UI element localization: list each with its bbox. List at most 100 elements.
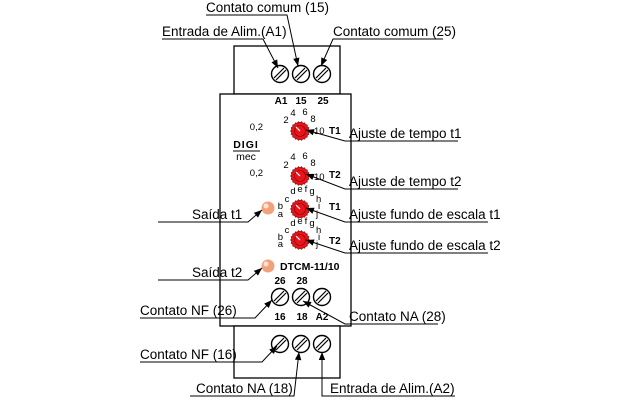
time-dial-t2: 0,2 2 4 6 8 10 T2 <box>250 151 341 183</box>
terminal-label-26: 26 <box>274 276 286 287</box>
knobs <box>290 121 310 250</box>
arrow-contato-nf-16-icon <box>269 346 277 354</box>
screw-15-icon <box>291 64 311 84</box>
dial-t1-scale-10: 10 <box>314 126 325 137</box>
time-dial-t1: 0,2 2 4 6 8 10 T1 <box>250 107 341 137</box>
callout-saida-t1: Saída t1 <box>192 207 242 222</box>
callout-contato-nf-26: Contato NF (26) <box>140 303 237 318</box>
terminal-label-25: 25 <box>317 96 329 107</box>
dial-t1-scale-6: 6 <box>302 107 307 118</box>
brand-line1: DIGI <box>233 139 259 151</box>
terminal-label-a1: A1 <box>275 96 288 107</box>
arrow-contato-na-28-icon <box>303 301 312 308</box>
arrow-entrada-a2-icon <box>318 352 326 360</box>
brand-line2: mec <box>236 151 256 163</box>
range-dial-t2-label: T2 <box>329 236 341 247</box>
terminal-label-18: 18 <box>296 312 308 323</box>
led-saida-t2 <box>261 259 275 273</box>
callout-entrada-a2: Entrada de Alim.(A2) <box>330 381 455 396</box>
callout-contato-na-28: Contato NA (28) <box>349 309 446 324</box>
arrow-ajuste-tempo-t1-icon <box>306 129 315 136</box>
leader-entrada-a1 <box>162 38 279 69</box>
arrow-saida-t1-icon <box>253 210 262 218</box>
callout-contato-nf-16: Contato NF (16) <box>140 347 237 362</box>
range2-letter-f: f <box>305 216 308 227</box>
range2-letter-d: d <box>290 218 295 229</box>
range1-letter-d: d <box>290 186 295 197</box>
front-panel <box>219 93 352 327</box>
range-dial-t1: a b c d e f g h i j T1 <box>278 184 341 220</box>
dial-t2-scale-02: 0,2 <box>250 168 263 179</box>
callout-ajuste-fundo-t1: Ajuste fundo de escala t1 <box>349 207 501 222</box>
dial-t1-scale-8: 8 <box>310 114 315 125</box>
led-saida-t1 <box>261 201 275 215</box>
knob-time-t1-icon <box>290 121 310 141</box>
screw-blank-icon <box>312 287 332 307</box>
leader-contato-comum-25 <box>320 38 443 67</box>
callout-entrada-a1: Entrada de Alim.(A1) <box>162 24 287 39</box>
callout-contato-na-18: Contato NA (18) <box>196 381 293 396</box>
range2-letter-j: j <box>315 239 318 250</box>
dial-t2-scale-8: 8 <box>310 158 315 169</box>
arrow-ajuste-tempo-t2-icon <box>306 173 315 180</box>
range1-letter-a: a <box>278 209 284 220</box>
leader-fundo-t1 <box>305 207 488 223</box>
arrowheads <box>253 57 328 361</box>
arrow-entrada-a1-icon <box>271 59 278 68</box>
screw-18-icon <box>291 334 311 354</box>
callout-ajuste-tempo-t1: Ajuste de tempo t1 <box>349 126 462 141</box>
terminal-label-28: 28 <box>296 276 308 287</box>
terminal-label-a2: A2 <box>316 312 329 323</box>
screw-25-icon <box>312 64 332 84</box>
terminal-label-15: 15 <box>295 96 307 107</box>
range1-letter-i: i <box>318 201 320 212</box>
callout-ajuste-tempo-t2: Ajuste de tempo t2 <box>349 174 462 189</box>
arrow-fundo-t1-icon <box>306 207 315 214</box>
range1-letter-g: g <box>309 186 314 197</box>
terminal-label-16: 16 <box>274 312 286 323</box>
range-dial-t2: a b c d e f g h i j T2 <box>278 216 341 250</box>
arrow-fundo-t2-icon <box>306 239 315 246</box>
range1-letter-j: j <box>315 209 318 220</box>
leader-contato-nf-26 <box>140 299 273 319</box>
leader-contato-na-18 <box>190 351 300 397</box>
dial-t1-scale-4: 4 <box>290 108 295 119</box>
range1-letter-h: h <box>316 194 321 205</box>
dial-t1-scale-2: 2 <box>283 115 288 126</box>
arrow-saida-t2-icon <box>253 268 262 276</box>
leader-contato-na-28 <box>302 300 438 325</box>
range1-letter-b: b <box>278 201 283 212</box>
dial-t2-scale-10: 10 <box>314 172 325 183</box>
arrow-contato-na-18-icon <box>294 352 302 361</box>
leader-ajuste-tempo-t1 <box>305 129 458 142</box>
dial-t2-scale-4: 4 <box>290 152 295 163</box>
leader-contato-comum-15 <box>206 14 299 67</box>
screw-28-icon <box>291 287 311 307</box>
callout-contato-comum-25: Contato comum (25) <box>333 24 456 39</box>
dial-t1-label: T1 <box>329 126 341 137</box>
range2-letter-c: c <box>285 225 290 236</box>
dial-t2-scale-2: 2 <box>283 160 288 171</box>
arrow-contato-nf-26-icon <box>264 300 272 308</box>
range2-letter-h: h <box>316 225 321 236</box>
model-label: DTCM-11/10 <box>280 261 340 273</box>
range2-letter-b: b <box>278 232 283 243</box>
callout-ajuste-fundo-t2: Ajuste fundo de escala t2 <box>349 238 501 253</box>
dial-t2-scale-6: 6 <box>302 151 307 162</box>
knob-time-t2-icon <box>290 166 310 186</box>
leader-fundo-t2 <box>305 239 488 254</box>
leader-lines <box>140 14 488 397</box>
screw-a1-icon <box>270 64 290 84</box>
callout-saida-t2: Saída t2 <box>192 265 242 280</box>
screw-a2-icon <box>312 334 332 354</box>
knob-range-t2-icon <box>290 230 310 250</box>
screw-26-icon <box>270 287 290 307</box>
screw-terminals <box>270 64 332 354</box>
dial-t1-scale-02: 0,2 <box>250 122 263 133</box>
range2-letter-a: a <box>278 239 284 250</box>
leader-entrada-a2 <box>321 352 455 397</box>
callout-contato-comum-15: Contato comum (15) <box>206 0 329 15</box>
arrow-contato-comum-15-icon <box>293 57 300 66</box>
